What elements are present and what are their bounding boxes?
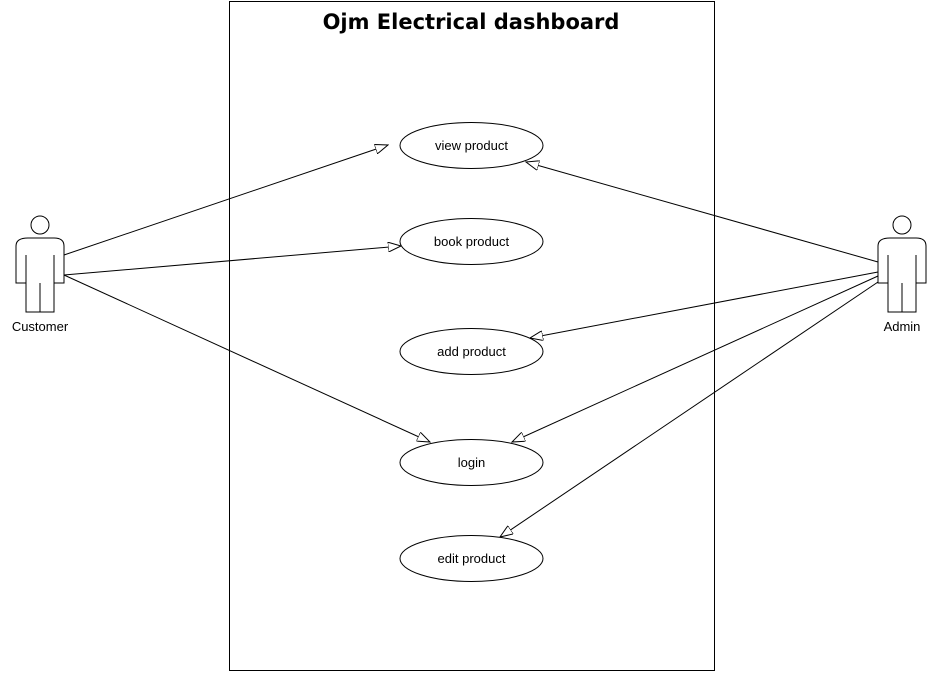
association-customer-book <box>63 246 401 276</box>
use-case-label: login <box>458 455 485 470</box>
associations <box>63 145 879 537</box>
actor-customer[interactable]: Customer <box>12 215 69 334</box>
association-admin-add <box>530 271 879 338</box>
association-customer-view <box>63 145 388 256</box>
system-boundary <box>229 1 715 671</box>
actor-icon <box>877 215 927 313</box>
actor-label: Admin <box>884 319 921 334</box>
association-admin-edit <box>500 281 879 537</box>
use-case-label: add product <box>437 344 506 359</box>
use-case-label: edit product <box>438 551 506 566</box>
use-case-label: view product <box>435 138 508 153</box>
use-case-view-product[interactable]: view product <box>399 122 544 169</box>
actor-label: Customer <box>12 319 69 334</box>
use-case-add-product[interactable]: add product <box>399 328 544 375</box>
actor-admin[interactable]: Admin <box>877 215 927 334</box>
association-admin-view <box>526 162 879 263</box>
actor-icon <box>15 215 65 313</box>
diagram-title: Ojm Electrical dashboard <box>323 10 620 34</box>
association-customer-login <box>63 274 430 442</box>
use-case-edit-product[interactable]: edit product <box>399 535 544 582</box>
use-case-login[interactable]: login <box>399 439 544 486</box>
association-admin-login <box>512 275 879 442</box>
use-case-label: book product <box>434 234 510 249</box>
use-case-book-product[interactable]: book product <box>399 218 544 265</box>
